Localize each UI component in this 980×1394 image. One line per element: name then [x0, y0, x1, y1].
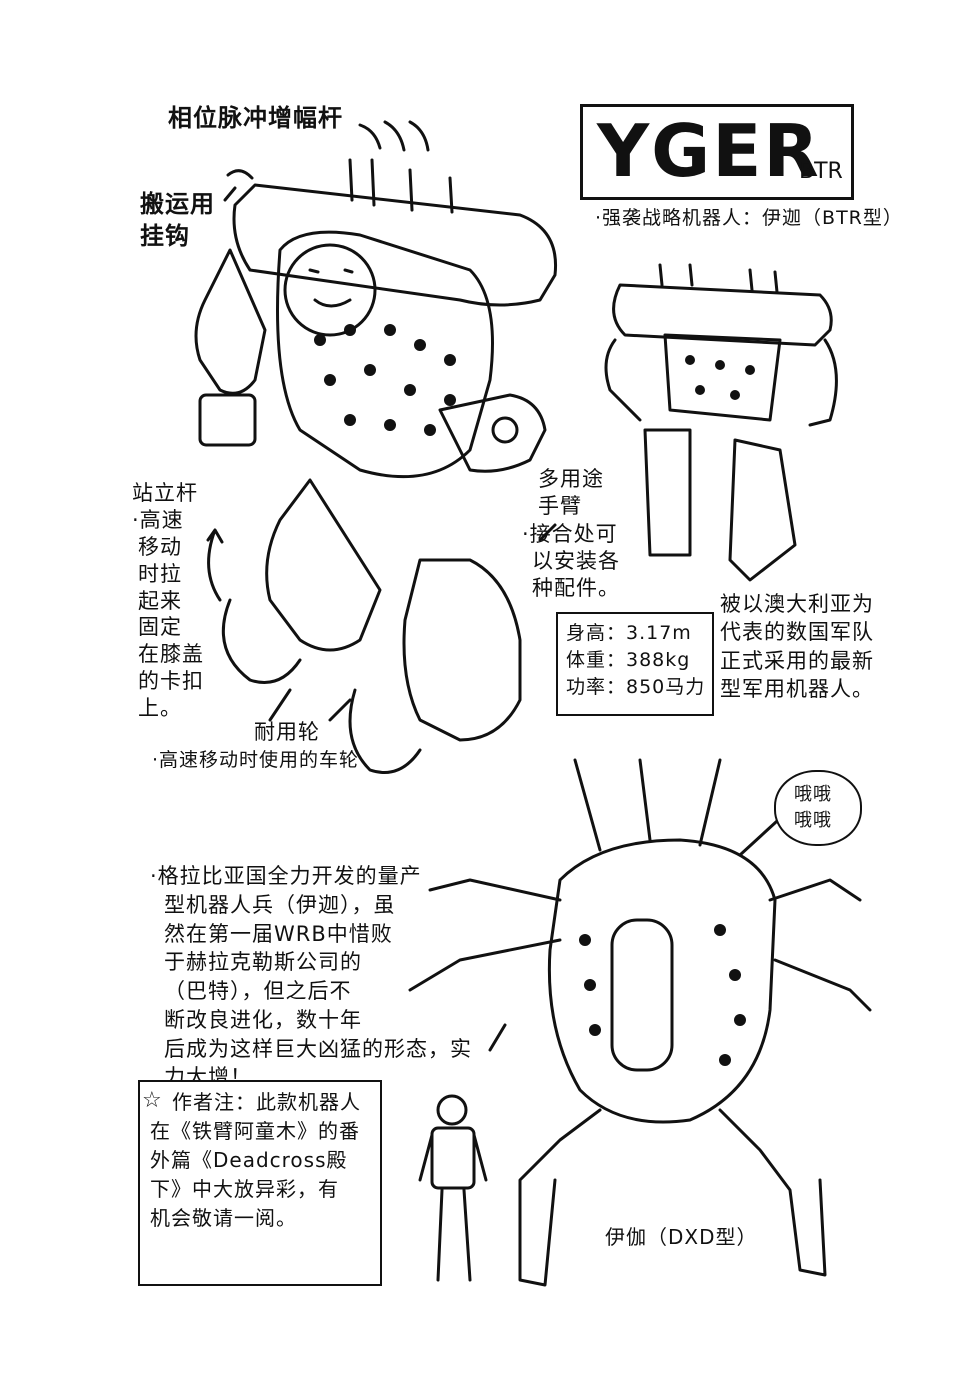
spec-weight: 体重：388kg [566, 648, 691, 671]
label-stand-rod-line-1: 站立杆 [132, 481, 198, 505]
author-note-line-2: 在《铁臂阿童木》的番 [150, 1119, 360, 1143]
label-arm-line-1: 多用途 [538, 467, 604, 491]
adoption-note-line-3: 正式采用的最新 [720, 648, 874, 673]
title-main: YGER [597, 109, 821, 193]
author-note-line-1: 作者注：此款机器人 [172, 1090, 361, 1114]
label-hook-line-2: 挂钩 [140, 222, 190, 251]
specs-box: 身高：3.17m 体重：388kg 功率：850马力 [556, 612, 714, 716]
spec-height: 身高：3.17m [566, 622, 692, 644]
history-note-line-1: ·格拉比亚国全力开发的量产 [150, 864, 422, 888]
label-arm-line-5: 种配件。 [532, 576, 620, 601]
label-wheel-name: 耐用轮 [254, 720, 320, 744]
dxd-robot-illustration [408, 758, 872, 1287]
adoption-note-line-1: 被以澳大利亚为 [720, 592, 874, 616]
label-stand-rod-line-3: 移动 [138, 534, 182, 559]
label-stand-rod-line-2: ·高速 [132, 507, 184, 532]
label-stand-rod-line-9: 上。 [138, 696, 182, 720]
history-note: ·格拉比亚国全力开发的量产 型机器人兵（伊迦），虽 然在第一届WRB中惜败 于赫… [150, 862, 472, 1092]
speech-text: 哦哦 哦哦 [794, 782, 832, 834]
title-sub: BTR [799, 159, 843, 184]
label-hook: 搬运用 挂钩 [140, 188, 215, 253]
btr-robot-main-illustration [194, 158, 558, 774]
dxd-caption: 伊伽（DXD型） [605, 1225, 758, 1249]
label-wheel-desc: ·高速移动时使用的车轮 [152, 749, 360, 771]
title-box: YGER BTR [580, 104, 854, 200]
speech-line-1: 哦哦 [794, 784, 832, 805]
adoption-note-line-4: 型军用机器人。 [720, 677, 874, 702]
label-stand-rod-line-7: 在膝盖 [138, 642, 204, 667]
author-note-line-5: 机会敬请一阅。 [150, 1206, 297, 1230]
star-icon: ☆ [142, 1088, 162, 1113]
history-note-line-3: 然在第一届WRB中惜败 [164, 921, 393, 946]
history-note-line-4: 于赫拉克勒斯公司的 [164, 950, 362, 975]
spec-power: 功率：850马力 [566, 675, 706, 698]
label-arm-line-3: ·接合处可 [522, 521, 618, 546]
adoption-note-line-2: 代表的数国军队 [720, 620, 874, 645]
history-note-line-2: 型机器人兵（伊迦），虽 [164, 892, 396, 917]
label-stand-rod: 站立杆 ·高速 移动 时拉 起来 固定 在膝盖 的卡扣 上。 [132, 480, 204, 722]
speech-line-2: 哦哦 [794, 810, 832, 832]
label-stand-rod-line-5: 起来 [138, 588, 182, 613]
author-note-line-3: 外篇《Deadcross殿 [150, 1148, 348, 1172]
label-phase-rods: 相位脉冲增幅杆 [168, 104, 343, 132]
author-note-text: 作者注：此款机器人 在《铁臂阿童木》的番 外篇《Deadcross殿 下》中大放… [150, 1088, 361, 1233]
btr-robot-side-illustration [604, 263, 838, 582]
author-note-line-4: 下》中大放异彩，有 [150, 1177, 339, 1201]
main-caption: ·强袭战略机器人：伊迦（BTR型） [595, 207, 903, 229]
label-arm: 多用途 手臂 ·接合处可 以安装各 种配件。 [522, 466, 620, 602]
specs-list: 身高：3.17m 体重：388kg 功率：850马力 [566, 620, 705, 701]
adoption-note: 被以澳大利亚为 代表的数国军队 正式采用的最新 型军用机器人。 [720, 590, 874, 703]
author-note-box: ☆ 作者注：此款机器人 在《铁臂阿童木》的番 外篇《Deadcross殿 下》中… [138, 1080, 382, 1286]
label-hook-line-1: 搬运用 [140, 190, 215, 218]
label-arm-line-4: 以安装各 [532, 548, 620, 573]
small-robot-figure-illustration [418, 1094, 488, 1282]
speech-bubble: 哦哦 哦哦 [774, 770, 862, 846]
history-note-line-7: 后成为这样巨大凶猛的形态，实 [164, 1036, 472, 1061]
history-note-line-5: （巴特），但之后不 [164, 979, 352, 1004]
label-stand-rod-line-6: 固定 [138, 615, 182, 640]
label-stand-rod-line-4: 时拉 [138, 561, 182, 586]
label-stand-rod-line-8: 的卡扣 [138, 669, 204, 694]
label-arm-line-2: 手臂 [538, 494, 582, 519]
history-note-line-6: 断改良进化，数十年 [164, 1007, 362, 1032]
